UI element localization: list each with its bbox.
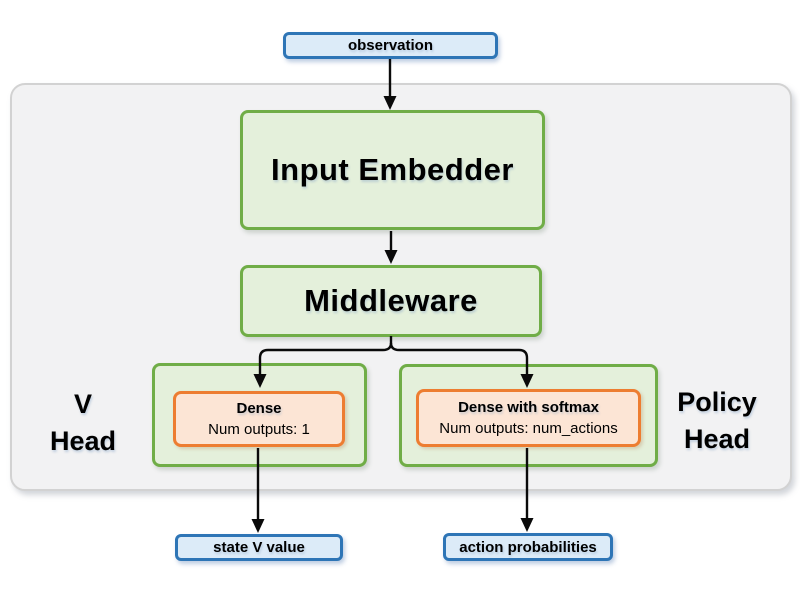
node-state-v-value: state V value — [175, 534, 343, 561]
node-observation: observation — [283, 32, 498, 59]
middleware-label: Middleware — [304, 283, 478, 318]
node-input-embedder: Input Embedder — [240, 110, 545, 230]
state-v-value-label: state V value — [213, 539, 305, 556]
v-head-line2: Head — [49, 426, 117, 456]
observation-label: observation — [347, 37, 434, 54]
node-dense: Dense Num outputs: 1 — [173, 391, 345, 447]
dense-subtitle: Num outputs: 1 — [208, 421, 310, 438]
label-v-head: V Head — [20, 383, 146, 463]
node-middleware: Middleware — [240, 265, 542, 337]
node-dense-softmax: Dense with softmax Num outputs: num_acti… — [416, 389, 641, 447]
dense-softmax-subtitle: Num outputs: num_actions — [439, 420, 618, 437]
label-policy-head: Policy Head — [660, 381, 774, 461]
node-action-probabilities: action probabilities — [443, 533, 613, 561]
policy-head-line1: Policy — [677, 387, 757, 417]
dense-softmax-title: Dense with softmax — [458, 399, 599, 416]
v-head-line1: V — [73, 389, 92, 419]
action-probabilities-label: action probabilities — [459, 538, 597, 556]
input-embedder-label: Input Embedder — [271, 152, 514, 187]
dense-title: Dense — [236, 400, 282, 417]
policy-head-line2: Head — [683, 424, 751, 454]
